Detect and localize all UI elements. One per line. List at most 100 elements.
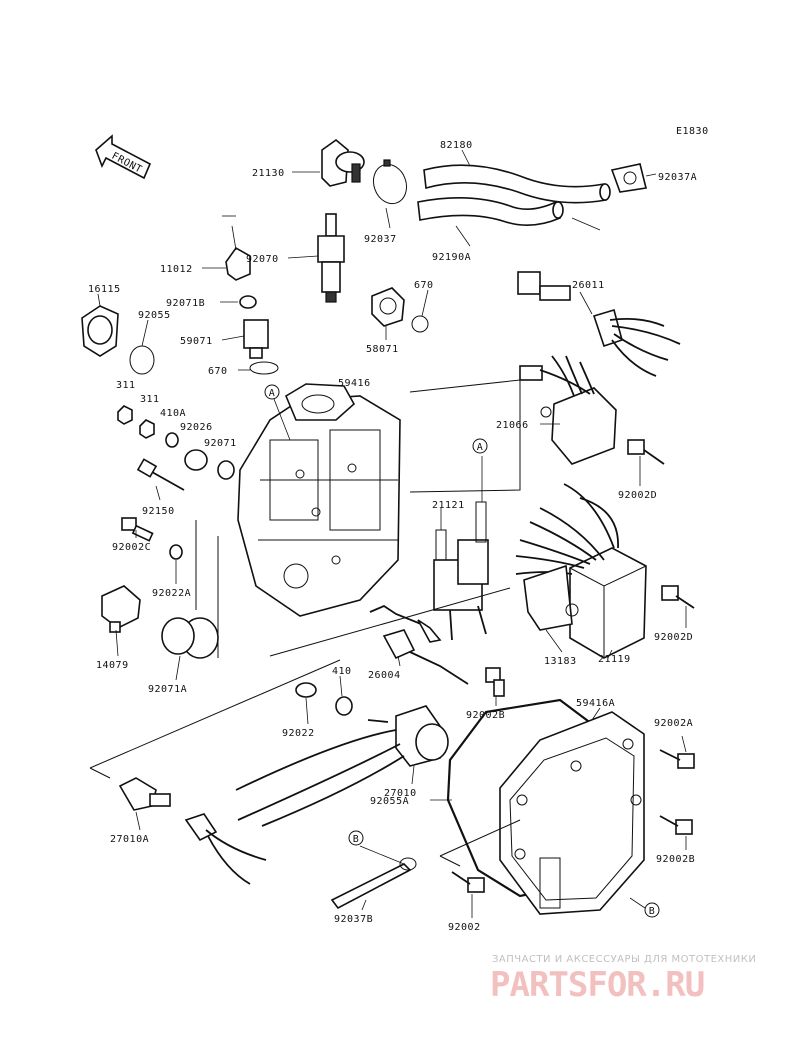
part-label-11012: 11012 [160, 264, 193, 275]
part-label-14079: 14079 [96, 660, 129, 671]
hose-clamp [610, 163, 647, 193]
part-label-410: 410 [332, 666, 352, 677]
part-label-58071: 58071 [366, 344, 399, 355]
part-label-59416a: 59416A [576, 698, 615, 709]
svg-text:B: B [353, 834, 360, 845]
part-label-92150: 92150 [142, 506, 175, 517]
part-label-92190a: 92190A [432, 252, 471, 263]
part-label-82180: 82180 [440, 140, 473, 151]
svg-text:A: A [269, 388, 276, 399]
bolt-92002b-lower [659, 815, 693, 835]
part-label-92070: 92070 [246, 254, 279, 265]
part-label-410a: 410A [160, 408, 186, 419]
watermark-title: ЗАПЧАСТИ И АКСЕССУАРЫ ДЛЯ МОТОТЕХНИКИ [492, 954, 756, 965]
grommet-92026 [184, 449, 208, 471]
harness-26011 [517, 271, 681, 377]
part-label-26004: 26004 [368, 670, 401, 681]
part-label-92071b: 92071B [166, 298, 205, 309]
callout-b-upper: B [348, 830, 364, 846]
part-label-59071: 59071 [180, 336, 213, 347]
bolt-92002b-upper [485, 667, 505, 697]
part-label-92071a: 92071A [148, 684, 187, 695]
part-label-311-a: 311 [116, 380, 136, 391]
washer-92022a [169, 544, 183, 560]
part-label-92055: 92055 [138, 310, 171, 321]
part-label-92022: 92022 [282, 728, 315, 739]
front-arrow-icon: FRONT [95, 134, 152, 180]
part-label-92002d-upper: 92002D [618, 490, 657, 501]
diagram-code: E1830 [676, 126, 709, 137]
reference-lines [89, 520, 521, 867]
bolt-92002 [451, 871, 485, 893]
part-label-670-left: 670 [208, 366, 228, 377]
watermark: ЗАПЧАСТИ И АКСЕССУАРЫ ДЛЯ МОТОТЕХНИКИ PA… [490, 954, 756, 1005]
sensor-14079 [101, 585, 141, 633]
bolt-92002c [121, 517, 154, 542]
svg-text:B: B [649, 906, 656, 917]
strap-92037b [330, 845, 417, 910]
part-label-92002a: 92002A [654, 718, 693, 729]
grommet-92071a [161, 617, 219, 659]
part-label-27010: 27010 [384, 788, 417, 799]
svg-text:A: A [477, 442, 484, 453]
cover-59416a [499, 711, 645, 915]
clamp-ring [372, 159, 408, 205]
bracket-13183 [523, 564, 579, 631]
part-label-92071: 92071 [204, 438, 237, 449]
part-label-311-b: 311 [140, 394, 160, 405]
part-label-92037b: 92037B [334, 914, 373, 925]
part-label-16115: 16115 [88, 284, 121, 295]
cylinder-head-59416 [237, 379, 521, 617]
bolt-92002a [659, 749, 695, 769]
part-label-21066: 21066 [496, 420, 529, 431]
sensor-26004 [369, 604, 469, 685]
spark-plug-cap [321, 138, 365, 187]
switch-27010 [235, 705, 449, 827]
grommet-92071 [217, 460, 235, 480]
callout-b-lower: B [629, 897, 660, 918]
washer-410 [335, 696, 353, 716]
part-labels: E1830 21130 92037 82180 92190A 92037A 11… [88, 126, 709, 933]
part-label-92002b-lower: 92002B [656, 854, 695, 865]
part-label-92002d-lower: 92002D [654, 632, 693, 643]
part-label-92026: 92026 [180, 422, 213, 433]
part-label-27010a: 27010A [110, 834, 149, 845]
part-label-670-right: 670 [414, 280, 434, 291]
o-ring-670-right [411, 315, 429, 333]
plug-cap-cover [222, 215, 251, 281]
regulator-21066 [519, 355, 617, 465]
part-label-92002: 92002 [448, 922, 481, 933]
switch-27010a [118, 777, 267, 885]
part-label-26011: 26011 [572, 280, 605, 291]
leader-lines [97, 149, 687, 918]
fitting-59071 [243, 319, 269, 359]
part-label-92022a: 92022A [152, 588, 191, 599]
part-label-21130: 21130 [252, 168, 285, 179]
spark-plug [317, 213, 345, 303]
washer-410a [165, 432, 179, 448]
part-label-13183: 13183 [544, 656, 577, 667]
bolt-92150 [136, 458, 185, 491]
connector-58071 [371, 287, 405, 327]
washer-92022 [295, 682, 317, 698]
part-label-92037a: 92037A [658, 172, 697, 183]
part-label-92002b-upper: 92002B [466, 710, 505, 721]
callout-a-upper: A [264, 384, 291, 441]
callout-a-lower: A [472, 438, 488, 454]
part-label-92002c: 92002C [112, 542, 151, 553]
part-label-59416: 59416 [338, 378, 371, 389]
o-ring-670-left [249, 361, 279, 375]
grommet-92071b [239, 295, 257, 309]
ignition-coil-21121 [433, 456, 489, 641]
bolt-92002d-lower [661, 585, 695, 609]
hose-upper [423, 164, 611, 204]
filter-housing [81, 305, 119, 357]
watermark-logo: PARTSFOR.RU [490, 965, 704, 1005]
o-ring-92055 [129, 345, 155, 375]
part-label-92055a: 92055A [370, 796, 409, 807]
nut-311-a [117, 405, 133, 425]
part-label-21119: 21119 [598, 654, 631, 665]
hose-lower [417, 197, 601, 231]
nut-311-b [139, 419, 155, 439]
